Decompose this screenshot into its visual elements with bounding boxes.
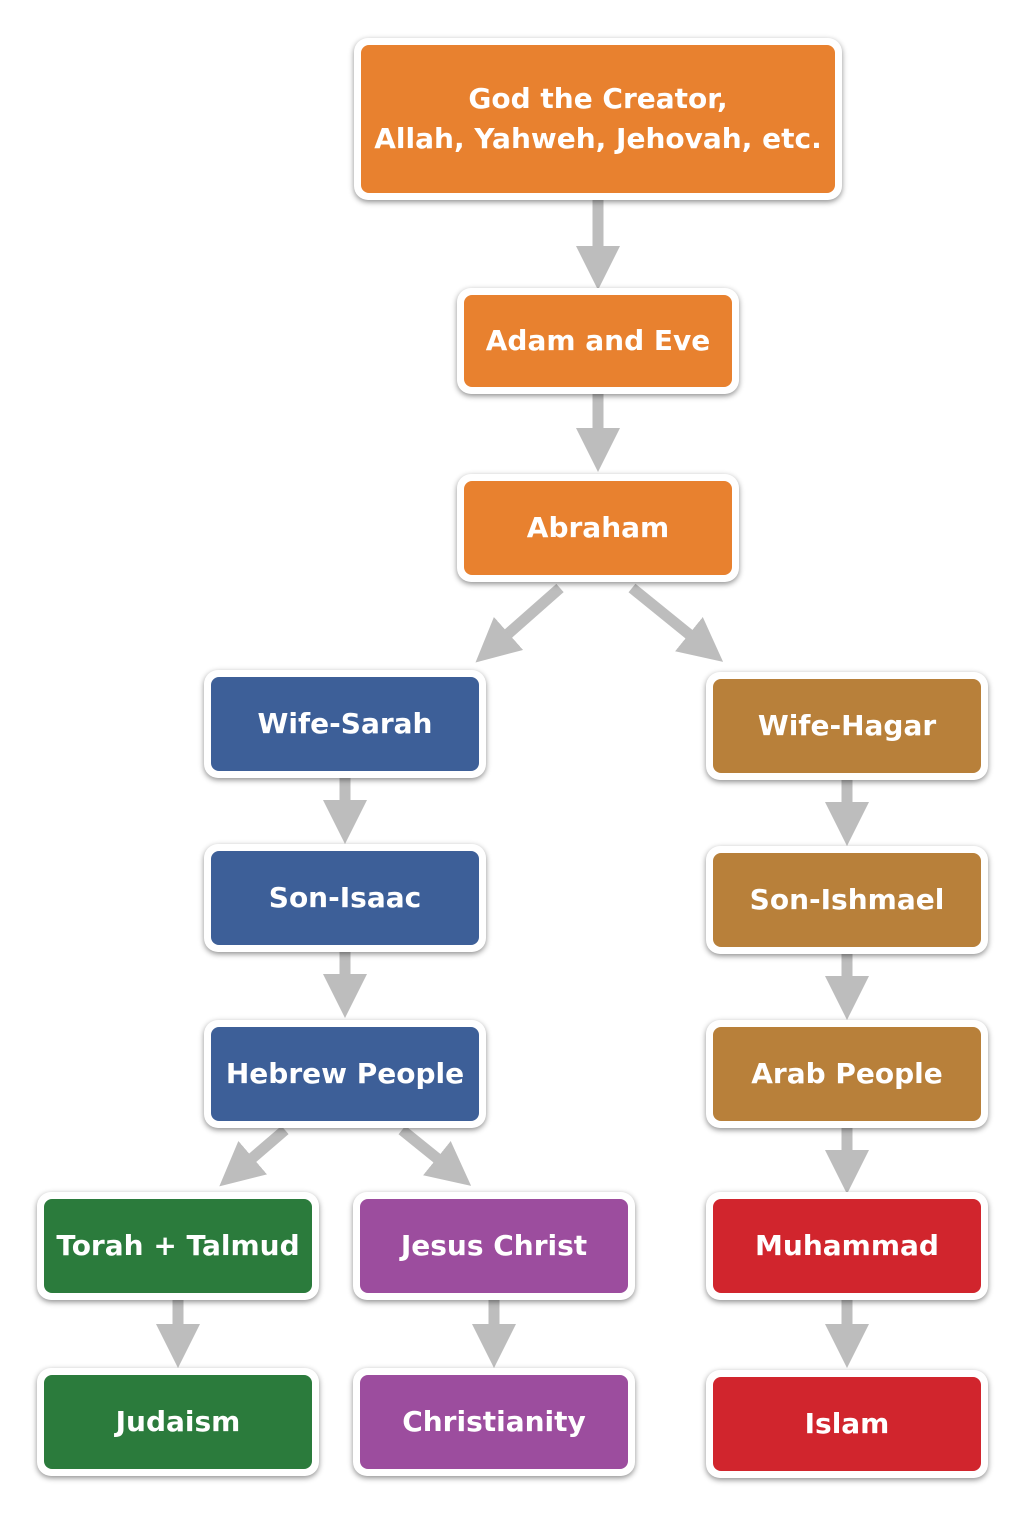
node-islam-label: Islam: [713, 1377, 981, 1471]
node-son-isaac: Son-Isaac: [204, 844, 486, 952]
node-wife-hagar: Wife-Hagar: [706, 672, 988, 780]
node-abraham-label: Abraham: [464, 481, 732, 575]
node-god-the-creator: God the Creator, Allah, Yahweh, Jehovah,…: [354, 38, 842, 200]
node-adam-and-eve-label: Adam and Eve: [464, 295, 732, 387]
node-torah-talmud-label: Torah + Talmud: [44, 1199, 312, 1293]
node-arab-people: Arab People: [706, 1020, 988, 1128]
node-wife-sarah-label: Wife-Sarah: [211, 677, 479, 771]
arrow-abraham-to-sarah: [475, 583, 564, 663]
node-muhammad: Muhammad: [706, 1192, 988, 1300]
node-god-line2: Allah, Yahweh, Jehovah, etc.: [374, 122, 822, 155]
node-wife-hagar-label: Wife-Hagar: [713, 679, 981, 773]
node-torah-talmud: Torah + Talmud: [37, 1192, 319, 1300]
node-judaism-label: Judaism: [44, 1375, 312, 1469]
arrow-abraham-to-hagar: [628, 583, 724, 662]
node-god-line1: God the Creator,: [468, 82, 728, 115]
node-hebrew-people-label: Hebrew People: [211, 1027, 479, 1121]
node-christianity: Christianity: [353, 1368, 635, 1476]
node-islam: Islam: [706, 1370, 988, 1478]
arrow-hebrew-to-torah: [219, 1125, 289, 1187]
node-arab-people-label: Arab People: [713, 1027, 981, 1121]
node-abraham: Abraham: [457, 474, 739, 582]
node-son-ishmael-label: Son-Ishmael: [713, 853, 981, 947]
node-son-ishmael: Son-Ishmael: [706, 846, 988, 954]
node-hebrew-people: Hebrew People: [204, 1020, 486, 1128]
node-judaism: Judaism: [37, 1368, 319, 1476]
node-adam-and-eve: Adam and Eve: [457, 288, 739, 394]
node-jesus-christ: Jesus Christ: [353, 1192, 635, 1300]
node-christianity-label: Christianity: [360, 1375, 628, 1469]
node-son-isaac-label: Son-Isaac: [211, 851, 479, 945]
arrow-hebrew-to-jesus: [398, 1125, 472, 1186]
node-wife-sarah: Wife-Sarah: [204, 670, 486, 778]
node-muhammad-label: Muhammad: [713, 1199, 981, 1293]
node-jesus-christ-label: Jesus Christ: [360, 1199, 628, 1293]
